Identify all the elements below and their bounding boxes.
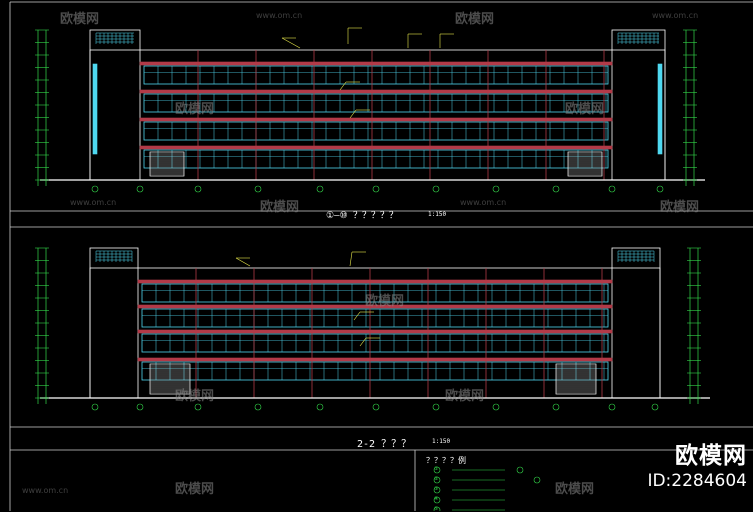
watermark-url: www.om.cn — [70, 198, 117, 207]
axis-bubble — [316, 403, 324, 411]
window-band — [143, 121, 609, 141]
watermark: 欧模网 — [175, 482, 215, 497]
floor-band — [139, 61, 613, 66]
garage-door — [555, 363, 597, 395]
axis-bubble — [552, 185, 560, 193]
watermark: 欧模网 — [565, 102, 605, 117]
axis-bubble — [651, 403, 659, 411]
floor-band — [139, 89, 613, 94]
window-band — [143, 149, 609, 169]
floor-band — [139, 117, 613, 122]
floor-band — [139, 145, 613, 150]
axis-bubble — [136, 403, 144, 411]
legend-symbol — [433, 496, 441, 504]
watermark: 欧模网 — [365, 294, 405, 309]
axis-bubble — [91, 185, 99, 193]
watermark-url: www.om.cn — [652, 11, 699, 20]
annotation-leader — [339, 81, 347, 91]
glass-strip — [92, 63, 98, 155]
legend-item: ④ — [434, 496, 439, 502]
axis-bubble — [492, 185, 500, 193]
axis-bubble — [608, 403, 616, 411]
floor-band — [137, 304, 613, 309]
annotation-leader — [349, 109, 357, 119]
legend-symbol — [433, 486, 441, 494]
window-band — [141, 308, 609, 328]
legend-symbols — [433, 466, 541, 511]
axis-bubble — [136, 185, 144, 193]
axis-bubble — [254, 185, 262, 193]
brand-name: 欧模网 — [675, 443, 747, 469]
axis-bubble — [254, 403, 262, 411]
axis-bubble — [194, 403, 202, 411]
legend-item: ③ — [434, 486, 439, 492]
window-band — [141, 333, 609, 353]
axis-bubble — [432, 403, 440, 411]
glass-strip — [657, 63, 663, 155]
watermark: 欧模网 — [260, 200, 300, 215]
watermark: 欧模网 — [455, 12, 495, 27]
axis-bubble — [552, 403, 560, 411]
window-band — [143, 93, 609, 113]
axis-bubble — [608, 185, 616, 193]
watermark-url: www.om.cn — [256, 11, 303, 20]
elevation-bottom-drawing — [35, 247, 710, 411]
annotation-leader — [353, 311, 361, 321]
window-band — [141, 283, 609, 303]
legend-item: ⑤ — [434, 506, 439, 512]
annotation-leader — [235, 257, 251, 267]
floor-band — [137, 329, 613, 334]
window-band — [143, 65, 609, 85]
legend-symbol — [516, 466, 524, 474]
elevation-top-title: ①—⑩ ？？？？？ — [326, 211, 398, 221]
watermark-url: www.om.cn — [22, 486, 69, 495]
annotation-leader — [359, 337, 367, 347]
axis-bubble — [372, 185, 380, 193]
watermark: 欧模网 — [175, 102, 215, 117]
axis-bubble — [91, 403, 99, 411]
axis-bubble — [194, 185, 202, 193]
watermark: 欧模网 — [445, 389, 485, 404]
annotation-leader — [349, 251, 353, 267]
annotation-leader — [281, 37, 301, 49]
brand-id: ID:2284604 — [647, 471, 747, 491]
elevation-top-drawing — [35, 27, 705, 193]
floor-band — [137, 279, 613, 284]
floor-band — [137, 357, 613, 362]
elevation-bottom-scale: 1:150 — [432, 438, 451, 445]
watermark: 欧模网 — [175, 389, 215, 404]
drawing-frame — [9, 1, 753, 511]
garage-door — [149, 363, 191, 395]
brand-stamp: 欧模网 ID:2284604 — [647, 436, 747, 491]
axis-bubble — [432, 185, 440, 193]
legend-symbol — [433, 476, 441, 484]
axis-bubble — [316, 185, 324, 193]
legend-title: ？？？？例 — [426, 456, 466, 465]
watermark: 欧模网 — [555, 482, 595, 497]
axis-bubble — [372, 403, 380, 411]
watermark: 欧模网 — [660, 200, 700, 215]
watermark-url: www.om.cn — [460, 198, 507, 207]
axis-bubble — [492, 403, 500, 411]
legend-item: ② — [434, 476, 439, 482]
legend-symbol — [433, 466, 441, 474]
axis-bubble — [656, 185, 664, 193]
watermark: 欧模网 — [60, 12, 100, 27]
legend-symbol — [433, 506, 441, 511]
elevation-top-scale: 1:150 — [428, 211, 447, 218]
elevation-bottom-title: 2-2 ？？？ — [357, 439, 412, 450]
window-band — [141, 361, 609, 381]
legend-item: ① — [434, 466, 439, 472]
legend-symbol — [533, 476, 541, 484]
